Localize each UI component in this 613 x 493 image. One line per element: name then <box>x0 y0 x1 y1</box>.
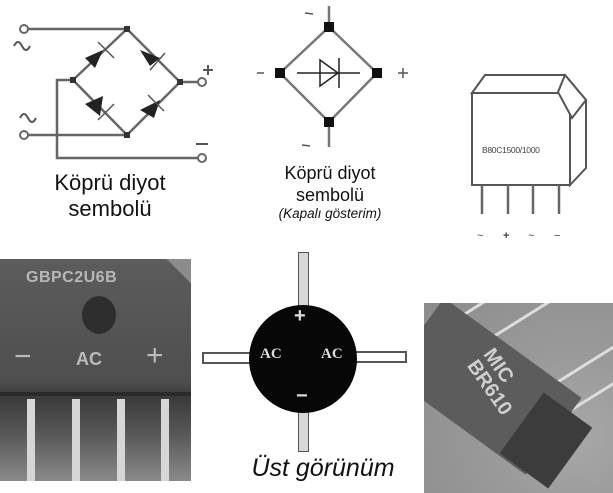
lead <box>117 399 125 481</box>
lead-left <box>202 352 256 364</box>
pin-label: + <box>503 230 510 242</box>
bridge-diode-schematic <box>13 24 213 163</box>
diode-icon <box>85 96 103 116</box>
ac-wave-icon <box>19 113 37 123</box>
mounting-hole <box>82 296 116 334</box>
diode-icon <box>85 50 103 68</box>
lead <box>72 399 80 481</box>
bridge-package-drawing: B80C1500/1000 ~ + ~ − <box>460 70 600 250</box>
minus-marking: − <box>14 340 32 373</box>
brand-label: GBPC2U6B <box>26 269 118 286</box>
closed-symbol-caption: Köprü diyot sembolü (Kapalı gösterim) <box>240 163 420 222</box>
diode-icon <box>297 58 360 88</box>
flat-bridge-rectifier-photo: GBPC2U6B − AC + <box>0 259 191 481</box>
plus-marking: + <box>294 305 306 327</box>
lead <box>161 399 169 481</box>
closed-bridge-schematic <box>257 6 408 147</box>
caption-line: sembolü <box>295 184 365 205</box>
round-bridge-top-view: + AC AC − <box>195 250 415 452</box>
caption-line: Köprü diyot <box>284 163 376 183</box>
ac-wave-icon <box>13 41 31 51</box>
caption-line: sembolü <box>68 196 152 222</box>
package-part-label: B80C1500/1000 <box>482 145 540 155</box>
closed-bridge-symbol-figure <box>250 0 410 160</box>
bridge-diode-symbol-figure <box>0 0 230 170</box>
lead-right <box>353 351 407 363</box>
plus-marking: + <box>146 339 164 372</box>
lead <box>27 399 35 481</box>
pin-label: ~ <box>528 230 535 242</box>
ac-left-marking: AC <box>260 346 282 362</box>
round-body <box>249 305 357 413</box>
caption-line: Köprü diyot <box>54 170 166 195</box>
bridge-symbol-caption: Köprü diyot sembolü <box>20 170 200 223</box>
pin-label: − <box>554 230 561 242</box>
minus-marking: − <box>296 385 308 407</box>
caption-subtitle: (Kapalı gösterim) <box>278 206 382 222</box>
mic-bridge-rectifier-photo: MIC BR610 <box>424 303 613 493</box>
pin-label: ~ <box>477 230 484 242</box>
diode-icon <box>140 50 160 66</box>
top-view-caption: Üst görünüm <box>251 454 395 482</box>
diode-icon <box>140 100 160 118</box>
ac-right-marking: AC <box>321 346 343 362</box>
ac-marking: AC <box>76 349 102 369</box>
